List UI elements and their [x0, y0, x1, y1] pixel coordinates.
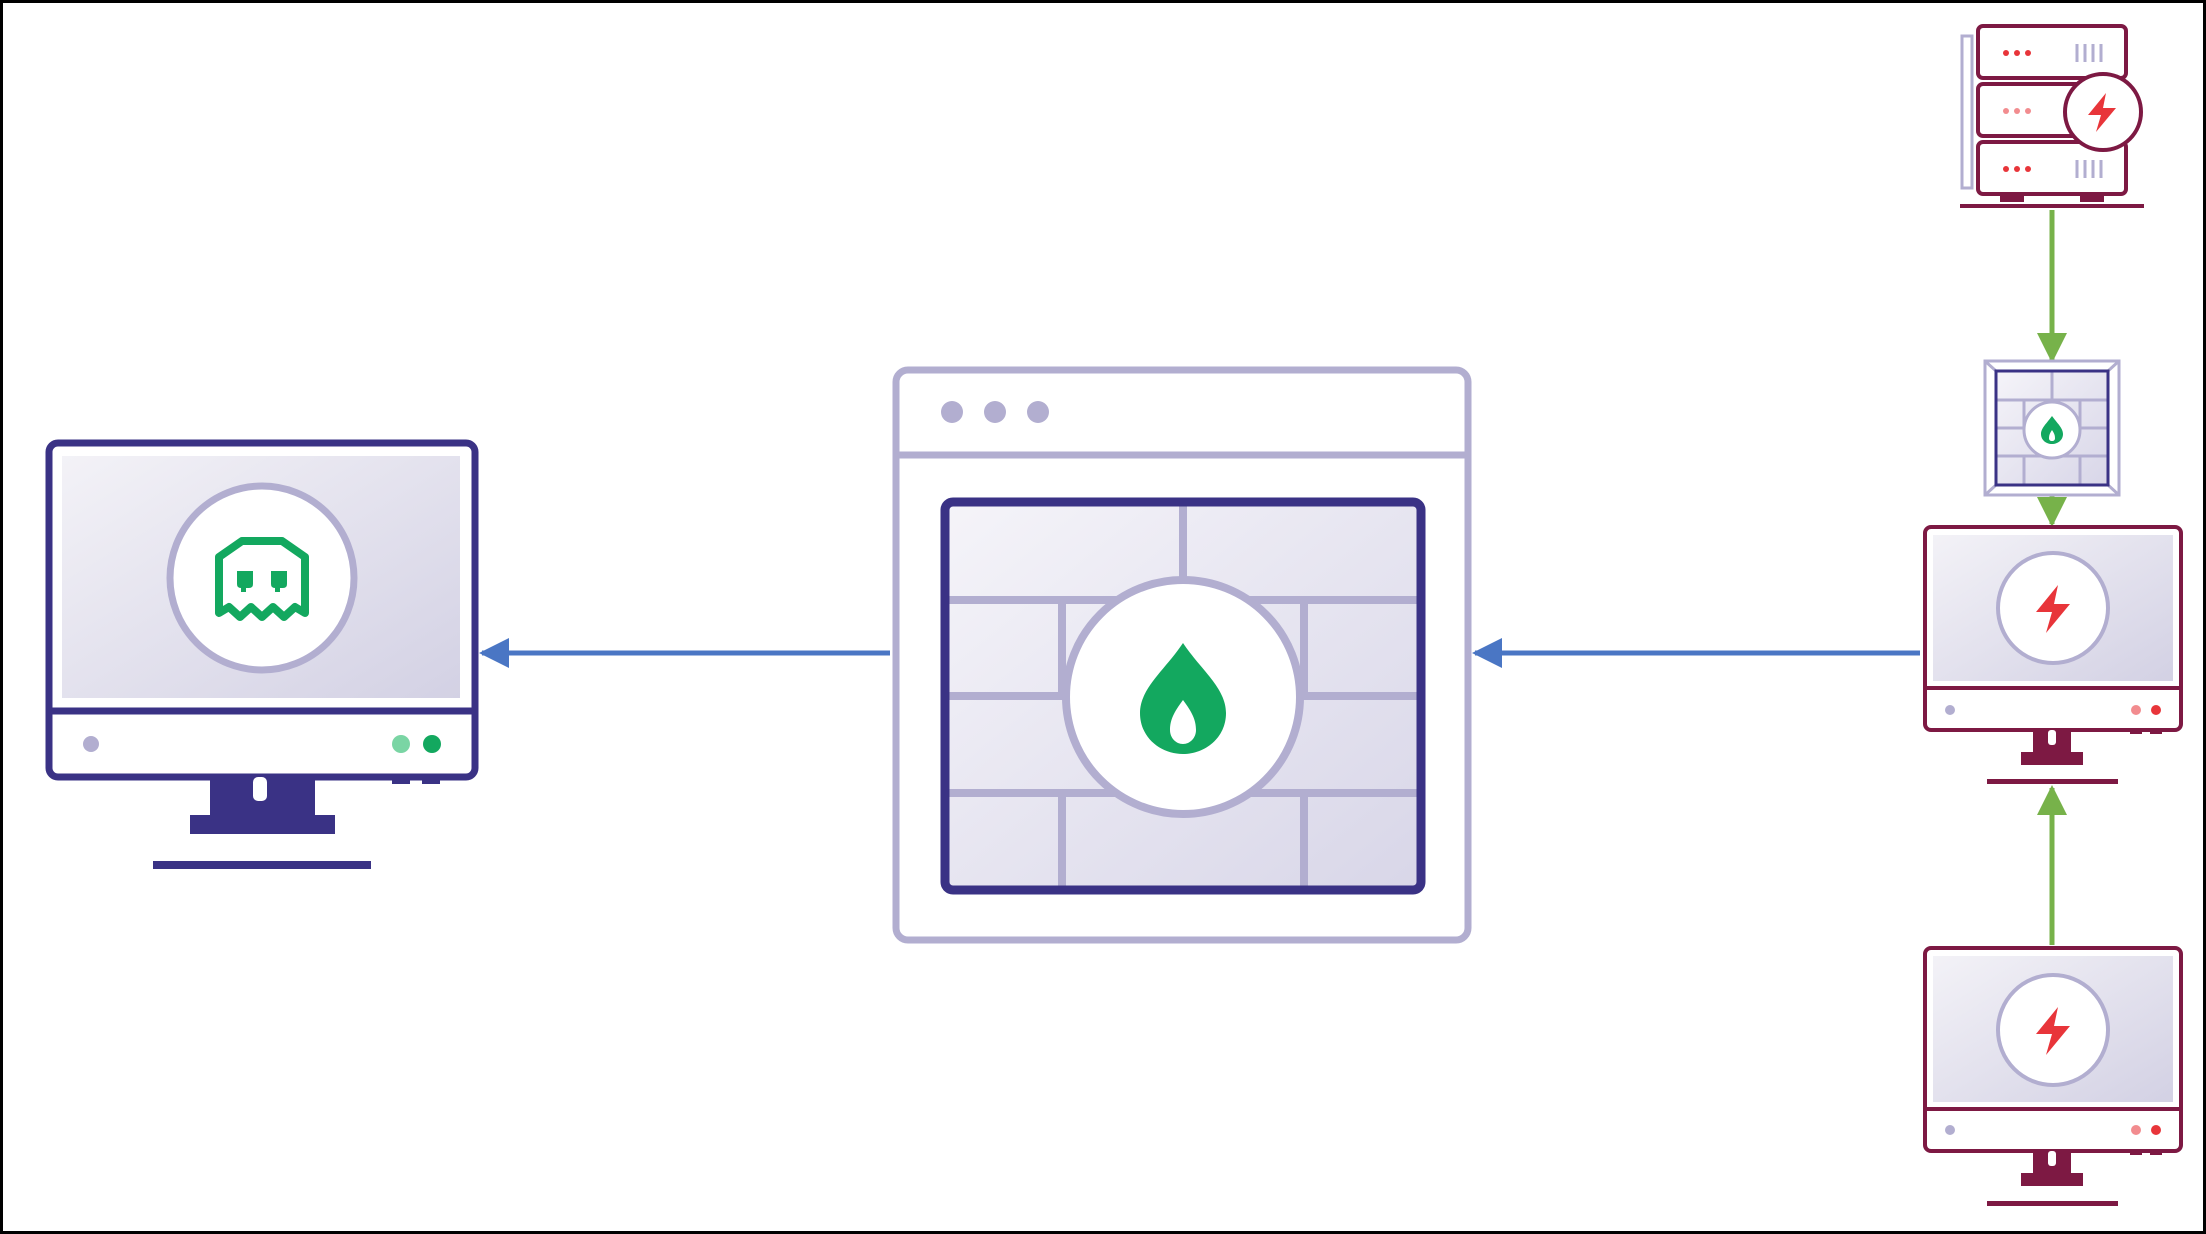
attacker-server — [1960, 24, 2144, 208]
lightning-icon — [2036, 1007, 2070, 1055]
small-firewall — [1983, 359, 2121, 497]
monitor-base — [1987, 1201, 2118, 1206]
power-led-icon — [1945, 1125, 1955, 1135]
status-led-icon — [2131, 705, 2141, 715]
monitor-base — [1987, 779, 2118, 784]
flame-icon — [1140, 643, 1226, 754]
status-led-icon — [2151, 1125, 2161, 1135]
ghost-icon — [215, 537, 309, 621]
window-dot-icon — [984, 401, 1006, 423]
edges — [479, 210, 2067, 945]
monitor-base — [153, 861, 371, 869]
status-led-icon — [2151, 705, 2161, 715]
status-led-icon — [2131, 1125, 2141, 1135]
status-led-icon — [392, 735, 410, 753]
lightning-icon — [2088, 93, 2116, 132]
power-led-icon — [1945, 705, 1955, 715]
monitor-stand — [2021, 1151, 2083, 1186]
window-dot-icon — [1027, 401, 1049, 423]
browser-firewall — [892, 366, 1472, 944]
power-led-icon — [83, 736, 99, 752]
attacker-computer-lower — [1923, 946, 2183, 1206]
lightning-icon — [2036, 585, 2070, 633]
flame-icon — [2041, 416, 2063, 444]
attacker-computer-upper — [1923, 525, 2183, 784]
monitor-stand — [2021, 730, 2083, 765]
monitor-stand — [190, 777, 335, 834]
status-led-icon — [423, 735, 441, 753]
victim-computer — [45, 439, 479, 869]
window-dot-icon — [941, 401, 963, 423]
